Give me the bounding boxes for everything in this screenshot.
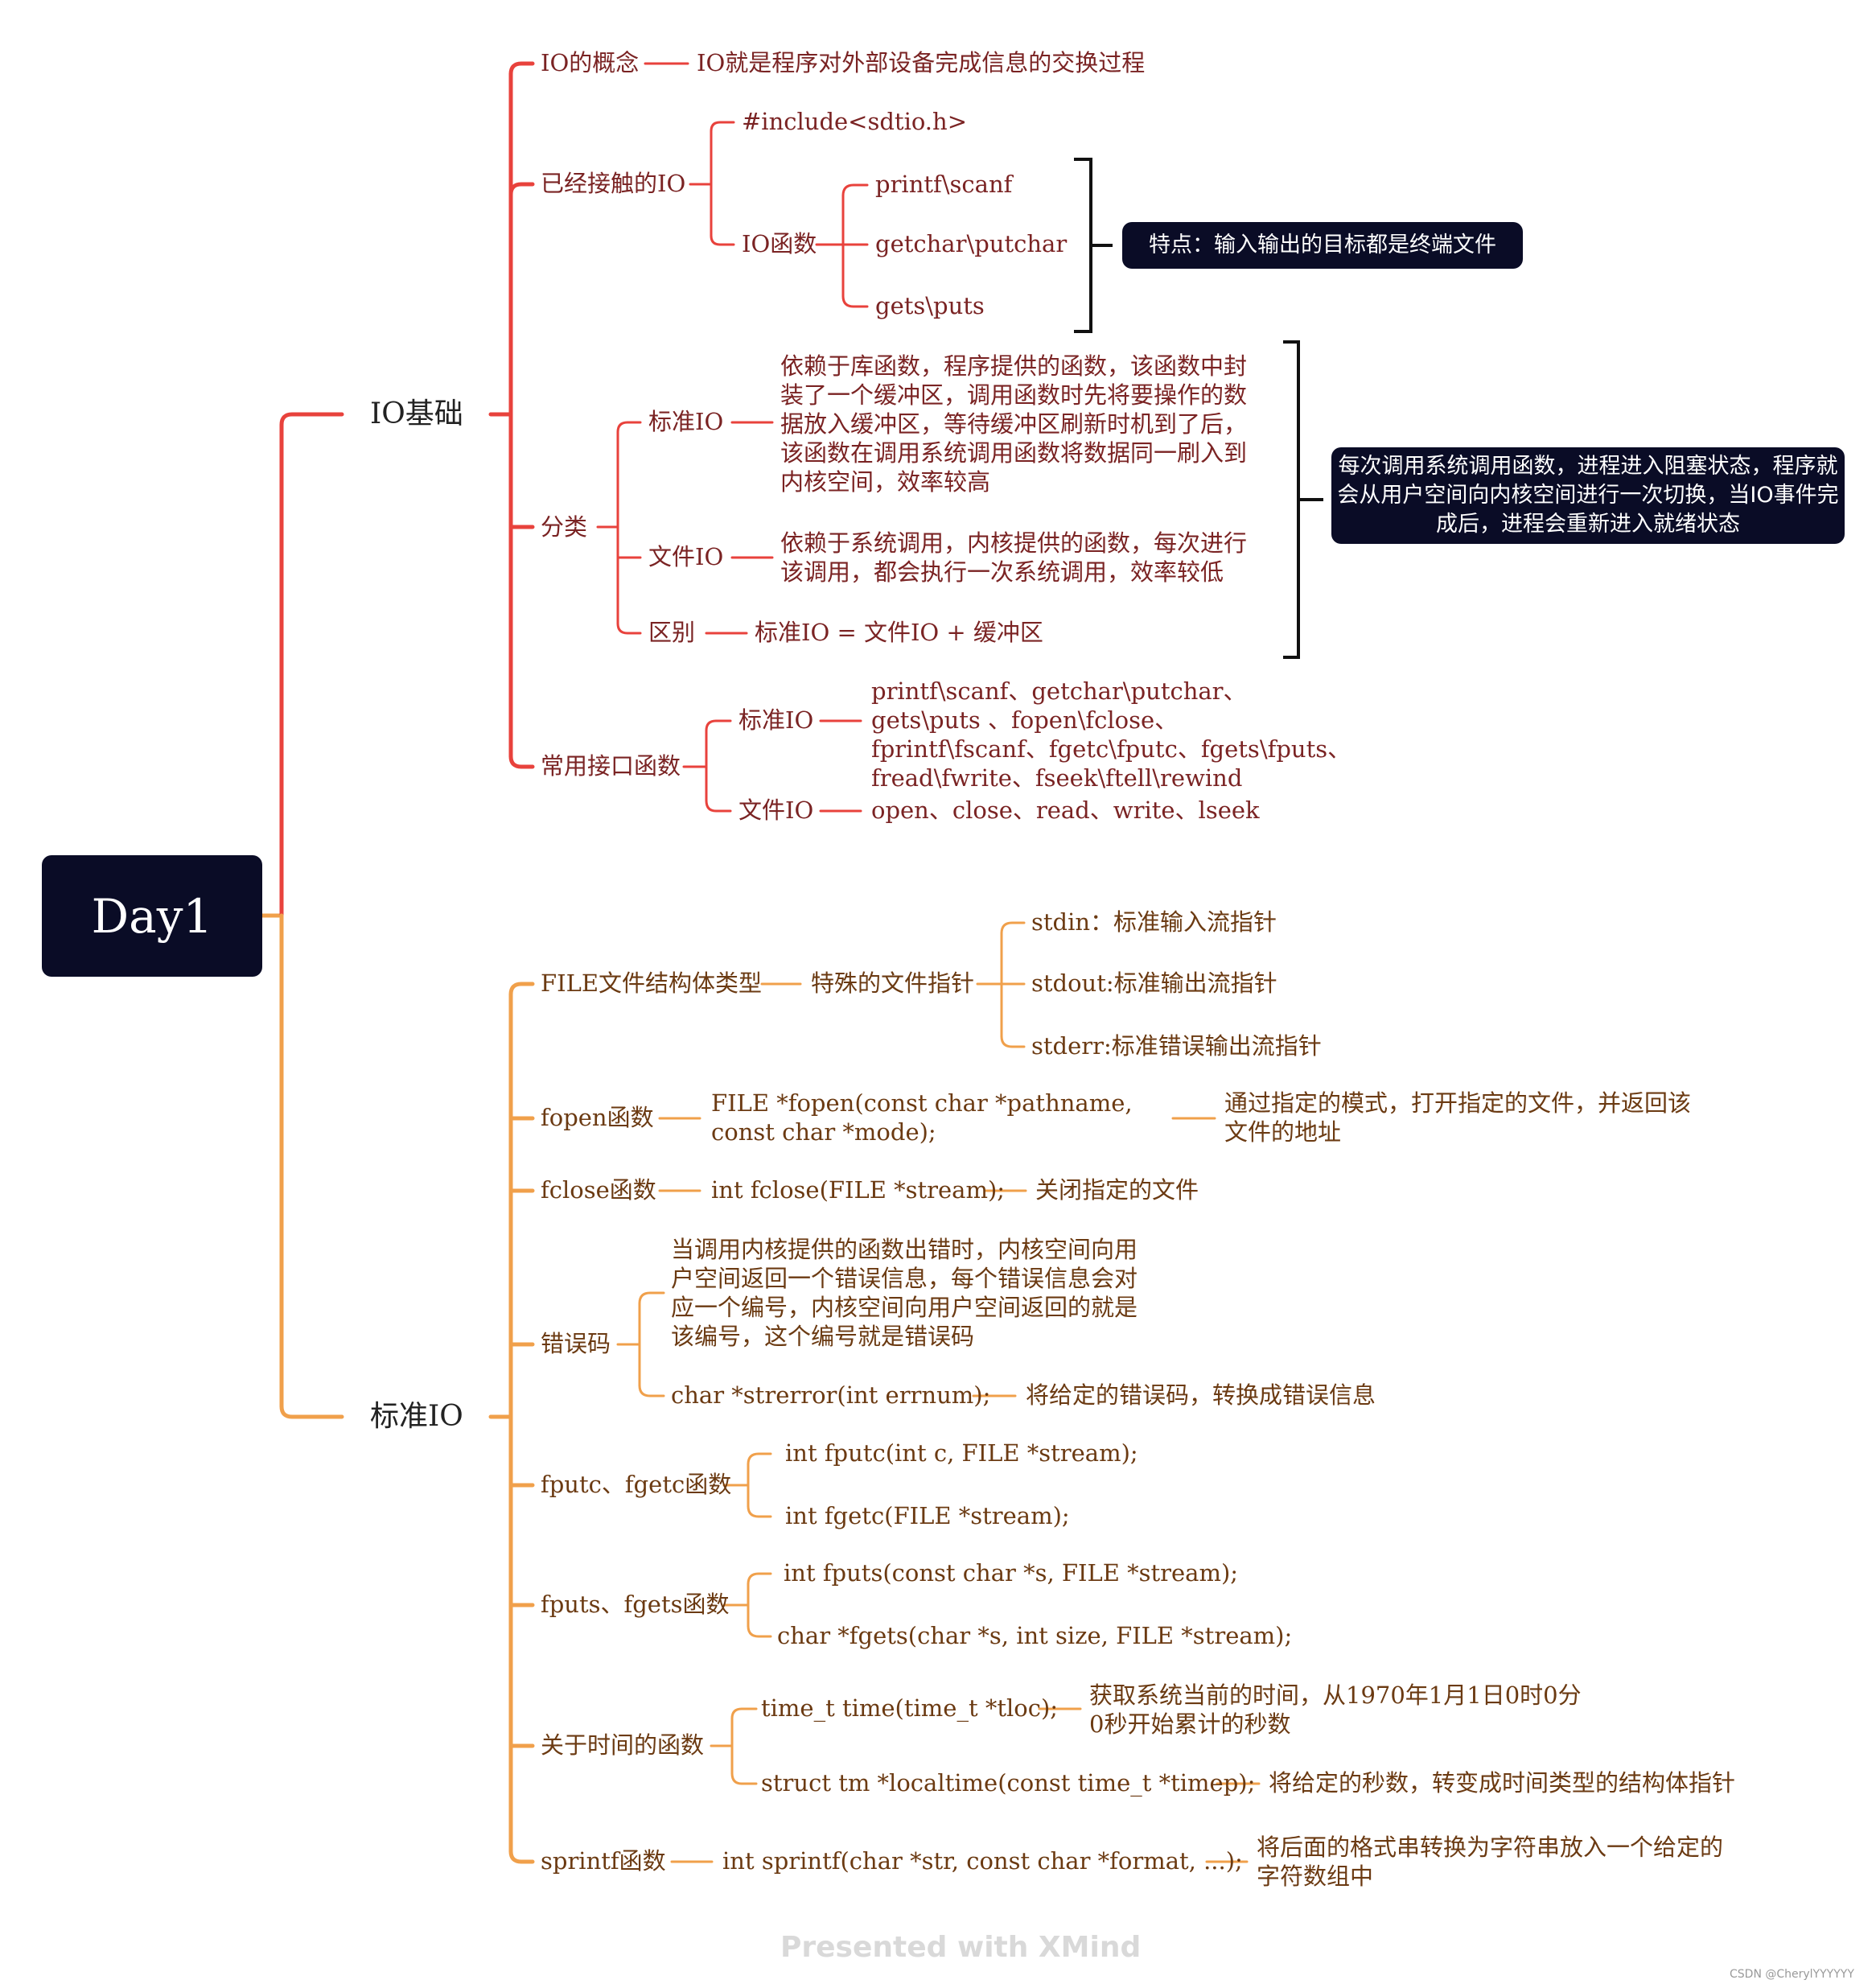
node-fclose[interactable]: fclose函数 xyxy=(541,1176,656,1204)
node-category-file-io[interactable]: 文件IO xyxy=(648,543,724,570)
node-stdout[interactable]: stdout:标准输出流指针 xyxy=(1031,969,1277,997)
node-stdin[interactable]: stdin：标准输入流指针 xyxy=(1031,908,1277,936)
node-special-file-pointer[interactable]: 特殊的文件指针 xyxy=(811,969,975,997)
node-category-std-io-desc[interactable]: 依赖于库函数，程序提供的函数，该函数中封装了一个缓冲区，调用函数时先将要操作的数… xyxy=(780,352,1248,496)
node-fgetc-proto[interactable]: int fgetc(FILE *stream); xyxy=(785,1502,1070,1529)
node-fclose-proto[interactable]: int fclose(FILE *stream); xyxy=(711,1176,1006,1204)
node-fputc-proto[interactable]: int fputc(int c, FILE *stream); xyxy=(785,1439,1138,1467)
node-time-functions[interactable]: 关于时间的函数 xyxy=(541,1731,705,1759)
node-fclose-desc[interactable]: 关闭指定的文件 xyxy=(1035,1176,1199,1204)
node-category-std-io[interactable]: 标准IO xyxy=(648,408,724,435)
node-func-getchar[interactable]: getchar\putchar xyxy=(875,230,1068,257)
node-sprintf-desc[interactable]: 将后面的格式串转换为字符串放入一个给定的字符数组中 xyxy=(1257,1834,1724,1890)
topic-io-basics[interactable]: IO基础 xyxy=(370,397,463,430)
node-file-type[interactable]: FILE文件结构体类型 xyxy=(541,969,763,997)
node-io-concept[interactable]: IO的概念 xyxy=(541,49,640,76)
node-strerror-proto[interactable]: char *strerror(int errnum); xyxy=(671,1381,991,1409)
node-localtime-desc[interactable]: 将给定的秒数，转变成时间类型的结构体指针 xyxy=(1269,1769,1736,1797)
node-fputc-fgetc[interactable]: fputc、fgetc函数 xyxy=(541,1471,732,1498)
node-category[interactable]: 分类 xyxy=(541,513,588,541)
node-common-functions[interactable]: 常用接口函数 xyxy=(541,752,681,780)
node-time-desc[interactable]: 获取系统当前的时间，从1970年1月1日0时0分0秒开始累计的秒数 xyxy=(1089,1681,1582,1738)
node-localtime-proto[interactable]: struct tm *localtime(const time_t *timep… xyxy=(761,1769,1256,1797)
node-common-std-io[interactable]: 标准IO xyxy=(738,706,814,734)
note-terminal-files[interactable]: 特点：输入输出的目标都是终端文件 xyxy=(1122,222,1523,269)
node-strerror-desc[interactable]: 将给定的错误码，转换成错误信息 xyxy=(1026,1381,1376,1409)
root-label: Day1 xyxy=(91,888,213,944)
note-blocking-state[interactable]: 每次调用系统调用函数，进程进入阻塞状态，程序就会从用户空间向内核空间进行一次切换… xyxy=(1331,447,1845,544)
node-func-gets[interactable]: gets\puts xyxy=(875,292,985,319)
node-sprintf-proto[interactable]: int sprintf(char *str, const char *forma… xyxy=(722,1847,1243,1875)
node-fopen[interactable]: fopen函数 xyxy=(541,1104,654,1131)
node-io-concept-desc[interactable]: IO就是程序对外部设备完成信息的交换过程 xyxy=(697,49,1146,76)
node-stderr[interactable]: stderr:标准错误输出流指针 xyxy=(1031,1032,1322,1060)
node-touched-io[interactable]: 已经接触的IO xyxy=(541,170,686,197)
node-fputs-proto[interactable]: int fputs(const char *s, FILE *stream); xyxy=(784,1559,1239,1587)
node-fopen-desc[interactable]: 通过指定的模式，打开指定的文件，并返回该文件的地址 xyxy=(1224,1089,1692,1146)
node-fopen-proto[interactable]: FILE *fopen(const char *pathname, const … xyxy=(711,1089,1133,1146)
node-common-file-io-desc[interactable]: open、close、read、write、lseek xyxy=(871,796,1260,824)
csdn-credit: CSDN @CherylYYYYYY xyxy=(1730,1968,1854,1981)
node-common-file-io[interactable]: 文件IO xyxy=(738,796,814,824)
node-io-functions[interactable]: IO函数 xyxy=(742,230,817,257)
xmind-watermark: Presented with XMind xyxy=(780,1931,1142,1964)
node-category-diff-desc[interactable]: 标准IO = 文件IO + 缓冲区 xyxy=(755,619,1043,646)
node-fgets-proto[interactable]: char *fgets(char *s, int size, FILE *str… xyxy=(777,1622,1293,1649)
node-time-proto[interactable]: time_t time(time_t *tloc); xyxy=(761,1694,1059,1722)
node-errno[interactable]: 错误码 xyxy=(541,1330,611,1357)
node-fputs-fgets[interactable]: fputs、fgets函数 xyxy=(541,1591,730,1618)
node-func-printf[interactable]: printf\scanf xyxy=(875,171,1013,198)
node-sprintf[interactable]: sprintf函数 xyxy=(541,1847,666,1875)
node-include[interactable]: #include<sdtio.h> xyxy=(742,108,967,135)
node-category-diff[interactable]: 区别 xyxy=(648,619,696,646)
node-common-std-io-desc[interactable]: printf\scanf、getchar\putchar、gets\puts 、… xyxy=(871,677,1351,792)
node-errno-desc[interactable]: 当调用内核提供的函数出错时，内核空间向用户空间返回一个错误信息，每个错误信息会对… xyxy=(671,1236,1138,1350)
node-category-file-io-desc[interactable]: 依赖于系统调用，内核提供的函数，每次进行该调用，都会执行一次系统调用，效率较低 xyxy=(780,529,1248,586)
root-topic[interactable]: Day1 xyxy=(42,855,262,977)
topic-std-io[interactable]: 标准IO xyxy=(370,1400,463,1433)
